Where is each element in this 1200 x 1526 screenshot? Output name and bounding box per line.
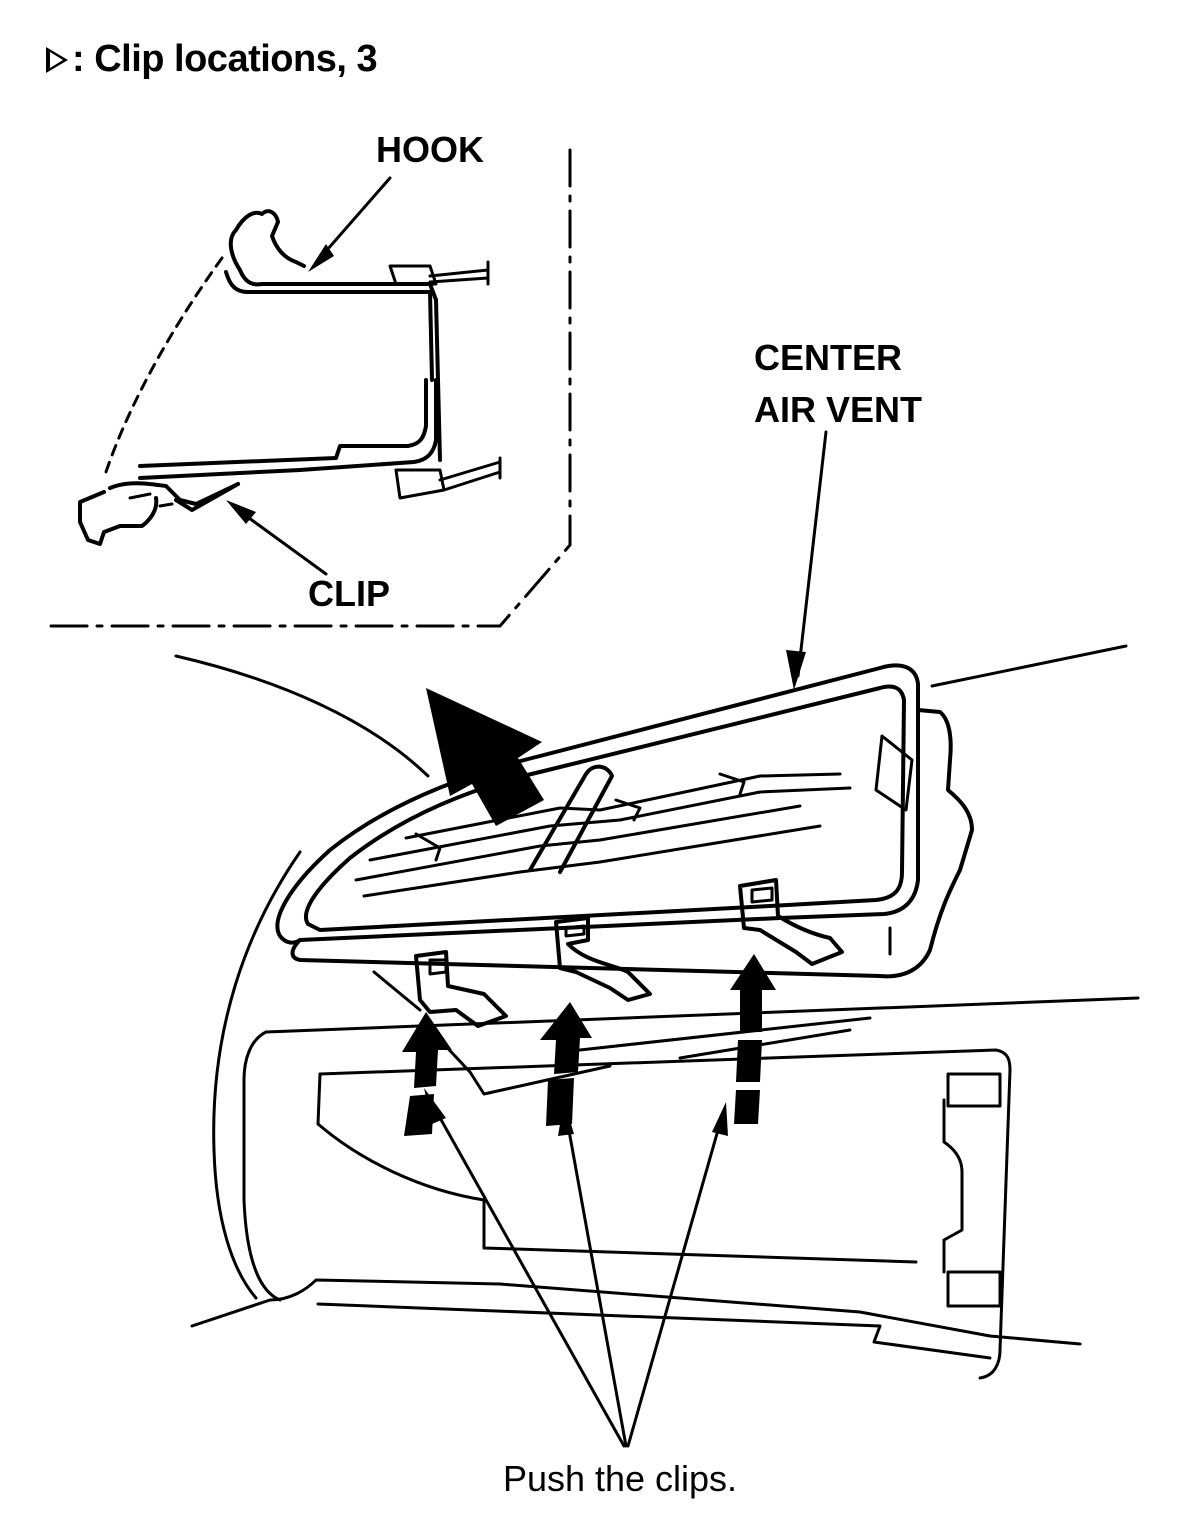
removal-direction-arrow-icon <box>426 688 544 826</box>
clip-tab-1 <box>414 950 508 1028</box>
push-arrows <box>402 954 776 1136</box>
dashboard-drawing <box>174 644 1140 1380</box>
instruction-caption: Push the clips. <box>502 1458 738 1499</box>
hook-label: HOOK <box>376 129 484 170</box>
hook-detail-drawing <box>138 209 502 500</box>
push-arrow-3 <box>730 954 776 1124</box>
clip-leader-arrow <box>226 500 328 576</box>
clip-tab-2 <box>554 916 652 1002</box>
hook-leader-arrow <box>308 176 392 272</box>
center-air-vent-drawing <box>275 663 974 979</box>
vent-leader-arrow <box>786 430 828 690</box>
clip-tab-3 <box>738 878 844 966</box>
caption-leader-arrows <box>424 1088 728 1448</box>
center-air-vent-label-line2: AIR VENT <box>754 389 923 430</box>
inset-frame <box>44 148 572 628</box>
clip-detail-drawing <box>78 481 240 546</box>
inset-dashed-arc <box>102 256 224 480</box>
page-title: : Clip locations, 3 <box>46 38 378 81</box>
clip-label: CLIP <box>308 573 391 614</box>
detail-inset <box>44 148 572 628</box>
page-title-text: : Clip locations, 3 <box>72 38 378 80</box>
center-air-vent-label-line1: CENTER <box>754 337 903 378</box>
triangle-marker-icon <box>46 47 68 73</box>
push-arrow-1 <box>402 1012 452 1136</box>
clip-tabs <box>414 878 844 1028</box>
